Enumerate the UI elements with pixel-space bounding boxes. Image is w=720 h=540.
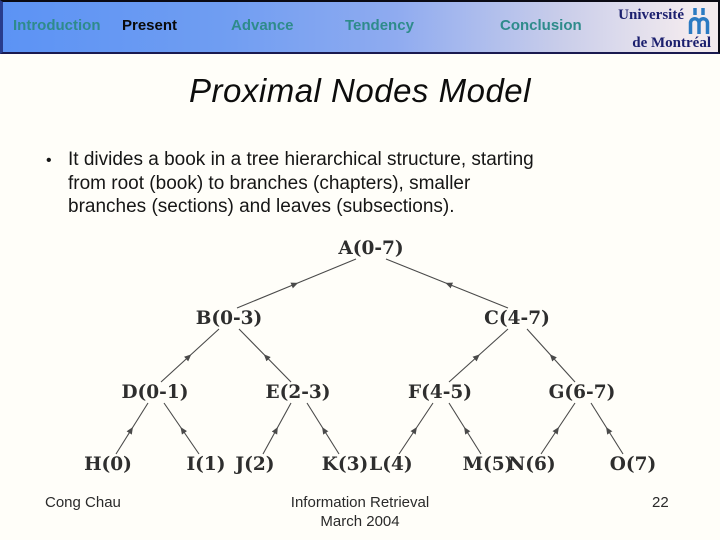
bullet-marker: • [46, 152, 52, 169]
tree-node-F: F(4-5) [408, 382, 472, 403]
bullet-line-3: branches (sections) and leaves (subsecti… [68, 196, 455, 217]
tree-node-L: L(4) [369, 454, 412, 475]
footer-author: Cong Chau [45, 494, 121, 511]
tree-node-M: M(5) [463, 454, 514, 475]
nav-item-introduction[interactable]: Introduction [13, 17, 101, 34]
tree-edge-M-F [448, 402, 482, 455]
logo-text-line1: Université [618, 7, 684, 23]
tree-node-A: A(0-7) [337, 238, 403, 259]
nav-item-conclusion[interactable]: Conclusion [500, 17, 582, 34]
tree-edge-H-D [115, 402, 149, 455]
tree-node-I: I(1) [186, 454, 225, 475]
tree-node-H: H(0) [84, 454, 132, 475]
slide-title: Proximal Nodes Model [189, 72, 531, 109]
header-bar: Introduction Present Advance Tendency Co… [0, 0, 720, 54]
bullet-paragraph: • It divides a book in a tree hierarchic… [45, 148, 680, 219]
tree-edge-J-E [262, 402, 292, 455]
slide-page-number: 22 [652, 494, 669, 511]
tree-edge-K-E [306, 402, 340, 455]
tree-node-B: B(0-3) [196, 308, 263, 329]
tree-node-E: E(2-3) [265, 382, 330, 403]
nav-item-tendency[interactable]: Tendency [345, 17, 414, 34]
universite-de-montreal-logo: Université de Montréal [618, 7, 711, 52]
footer-course: Information Retrieval [290, 494, 430, 511]
nav-item-advance[interactable]: Advance [231, 17, 294, 34]
tree-edge-O-G [590, 402, 624, 455]
footer-date: March 2004 [320, 512, 400, 530]
tree-node-K: K(3) [322, 454, 368, 475]
tree-edge-N-G [540, 402, 576, 455]
nav-item-present[interactable]: Present [122, 17, 178, 34]
tree-edge-L-F [398, 402, 434, 455]
tree-node-C: C(4-7) [484, 308, 550, 329]
tree-edge-E-B [238, 328, 292, 383]
logo-text-line2: de Montréal [632, 35, 711, 51]
tree-diagram: A(0-7) B(0-3) C(4-7) D(0-1) E(2-3) F(4-5… [84, 238, 657, 475]
udem-m-logo-icon [688, 8, 710, 34]
tree-edge-D-B [160, 328, 220, 383]
tree-edge-C-A [385, 258, 509, 309]
tree-node-O: O(7) [610, 454, 657, 475]
tree-edge-G-C [526, 328, 576, 383]
footer-course-date: Information Retrieval March 2004 [0, 494, 720, 531]
tree-edge-B-A [236, 258, 357, 309]
tree-node-N: N(6) [508, 454, 555, 475]
bullet-line-1: It divides a book in a tree hierarchical… [68, 149, 534, 170]
bullet-line-2: from root (book) to branches (chapters),… [68, 172, 471, 194]
tree-node-G: G(6-7) [549, 382, 616, 403]
tree-node-J: J(2) [233, 454, 274, 475]
tree-node-D: D(0-1) [122, 382, 189, 403]
tree-edge-F-C [448, 328, 509, 383]
tree-edge-I-D [163, 402, 200, 455]
